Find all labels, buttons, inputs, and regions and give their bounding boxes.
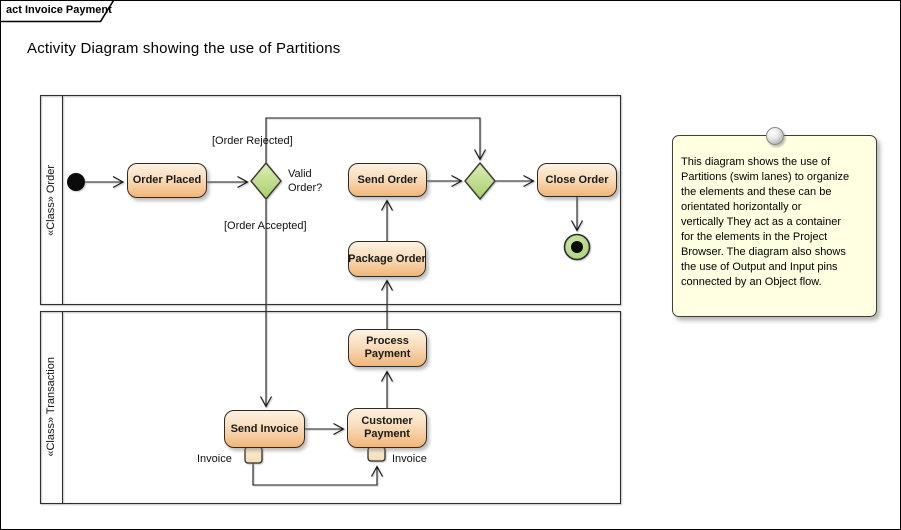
activity-package-order[interactable]: Package Order	[348, 241, 426, 277]
activity-send-invoice[interactable]: Send Invoice	[224, 410, 305, 448]
input-pin-label: Invoice	[392, 453, 427, 465]
activity-process-payment[interactable]: Process Payment	[348, 329, 427, 367]
activity-customer-payment[interactable]: Customer Payment	[347, 408, 427, 448]
activity-order-placed[interactable]: Order Placed	[127, 163, 207, 198]
note-element[interactable]: This diagram shows the use of Partitions…	[672, 127, 877, 317]
guard-order-rejected: [Order Rejected]	[212, 135, 293, 147]
activity-final-node[interactable]	[563, 233, 591, 261]
activity-close-order[interactable]: Close Order	[537, 163, 617, 197]
flow-order-rejected[interactable]	[265, 117, 487, 163]
lane-label-transaction: «Class» Transaction	[45, 357, 57, 457]
frame-tab-label: act Invoice Payment	[6, 4, 112, 16]
merge-node[interactable]	[464, 161, 496, 201]
output-pin-label: Invoice	[197, 453, 232, 465]
lane-order-rect[interactable]	[39, 94, 622, 306]
lane-transaction-rect[interactable]	[39, 310, 622, 505]
output-pin-invoice[interactable]	[244, 446, 263, 464]
input-pin-invoice[interactable]	[367, 446, 386, 462]
decision-question-label: Valid Order?	[288, 168, 323, 194]
decision-valid-order[interactable]	[250, 161, 282, 201]
lane-label-order: «Class» Order	[45, 164, 57, 236]
initial-node[interactable]	[67, 173, 85, 191]
diagram-title: Activity Diagram showing the use of Part…	[27, 40, 341, 57]
activity-send-order[interactable]: Send Order	[348, 163, 427, 197]
object-flow-invoice[interactable]	[252, 463, 384, 486]
guard-order-accepted: [Order Accepted]	[224, 220, 307, 232]
note-pin-icon	[765, 127, 784, 145]
note-text: This diagram shows the use of Partitions…	[681, 156, 850, 288]
frame-tab-outline	[0, 0, 115, 23]
